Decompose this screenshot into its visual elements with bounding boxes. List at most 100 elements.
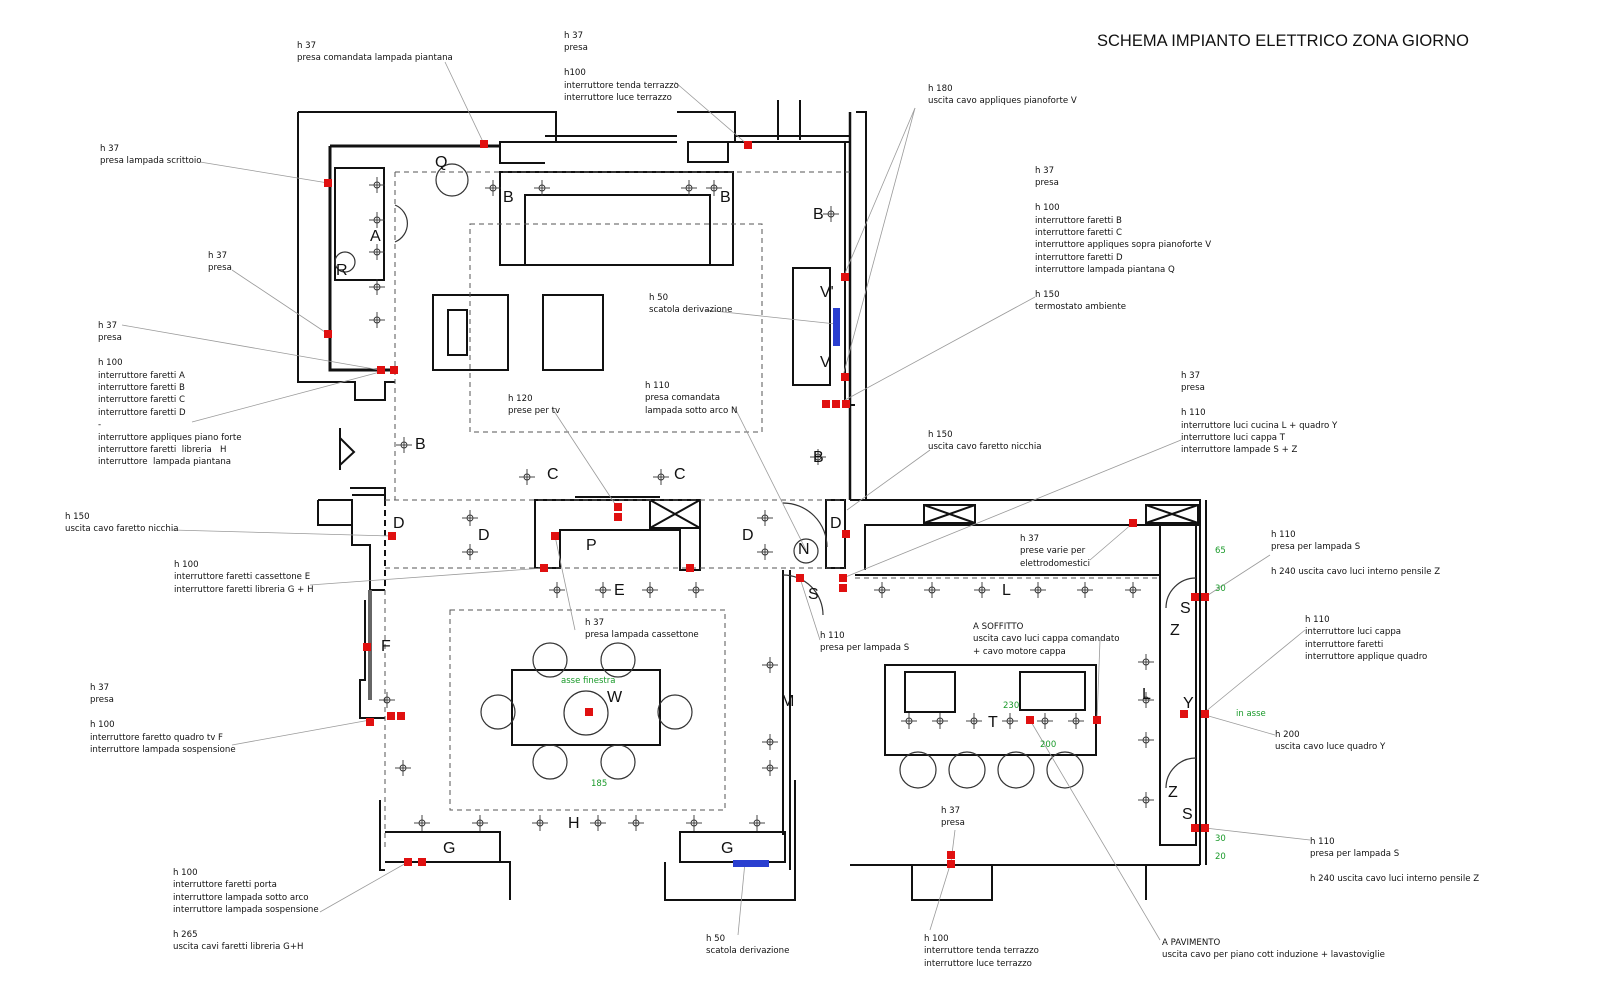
dashed-lines	[384, 171, 1160, 850]
spotlight-icon	[395, 760, 411, 776]
spotlight-icon	[706, 180, 722, 196]
annotation-line	[1035, 190, 1211, 202]
leader-line	[842, 107, 916, 279]
annotation-line: prese varie per	[1020, 546, 1086, 557]
leader-line	[1204, 629, 1306, 713]
annotation-line: interruttore luci cappa	[1305, 627, 1402, 638]
annotation-line: h 100	[924, 934, 949, 944]
annotation-line: presa	[1181, 383, 1205, 394]
fixture-letter: D	[742, 527, 754, 544]
fixture-letter: G	[443, 840, 456, 857]
annotation-line: uscita cavo per piano cott induzione + l…	[1162, 950, 1385, 961]
annotation-line: h 100	[98, 358, 123, 369]
socket-switch-marker	[841, 373, 849, 381]
spotlight-icon	[369, 244, 385, 260]
annotation-line: h100	[564, 68, 586, 79]
spotlight-icon	[628, 815, 644, 831]
fixture-letter: V	[820, 354, 831, 371]
socket-switch-marker	[480, 140, 488, 148]
socket-switch-marker	[404, 858, 412, 866]
socket-switch-marker	[1129, 519, 1137, 527]
annotation-line: h 100	[90, 720, 115, 731]
annotation-line: interruttore lampada piantana Q	[1035, 265, 1175, 276]
socket-switch-marker	[614, 503, 622, 511]
junction-box-marker	[833, 308, 840, 346]
annotation-line: interruttore tenda terrazzo	[924, 946, 1039, 957]
annotation-line: interruttore lampada sospensione	[173, 905, 319, 916]
leader-line	[737, 861, 746, 936]
socket-switch-marker	[796, 574, 804, 582]
leader-line	[1096, 639, 1101, 721]
spotlight-icon	[932, 713, 948, 729]
socket-switch-marker	[363, 643, 371, 651]
fixture-letter: B	[813, 449, 824, 466]
annotation-line: termostato ambiente	[1035, 302, 1127, 313]
annotation-line: h 180	[928, 84, 953, 94]
fixture-letter: H	[568, 815, 580, 832]
annotation-line: h 150	[65, 512, 90, 522]
annotation-line: presa	[564, 43, 588, 54]
leader-line	[551, 407, 618, 508]
annotation-line: h 50	[649, 293, 669, 303]
socket-switch-marker	[397, 712, 405, 720]
annotation-line: h 150	[1035, 290, 1060, 301]
annotation-line: presa per lampada S	[1271, 542, 1361, 553]
dimension-label: asse finestra	[561, 676, 616, 686]
annotation-line: h 37	[98, 321, 118, 331]
annotation-line	[1271, 554, 1440, 566]
leader-line	[171, 529, 393, 537]
junction-box-marker	[733, 860, 769, 867]
socket-switch-marker	[1201, 824, 1209, 832]
spotlight-icon	[379, 692, 395, 708]
spotlight-icon	[472, 815, 488, 831]
socket-switch-marker	[387, 712, 395, 720]
spotlight-icon	[757, 544, 773, 560]
spotlight-icon	[1138, 732, 1154, 748]
annotation-line: scatola derivazione	[649, 305, 733, 316]
leader-line	[674, 81, 749, 146]
fixture-letter: S	[808, 586, 819, 603]
fixture-letter: A	[370, 228, 381, 245]
spotlight-icon	[686, 815, 702, 831]
fixture-letter: Z	[1170, 622, 1180, 639]
spotlight-icon	[757, 510, 773, 526]
socket-switch-marker	[842, 400, 850, 408]
spotlight-icon	[590, 815, 606, 831]
annotation-line: -	[98, 420, 102, 431]
socket-switch-marker	[841, 273, 849, 281]
annotation-line: presa	[208, 263, 232, 274]
dimension-label: 65	[1215, 546, 1226, 556]
annotation-line: interruttore faretti porta	[173, 880, 277, 891]
leader-line	[309, 567, 545, 586]
leader-line	[1029, 719, 1161, 941]
annotation-line	[1181, 395, 1337, 407]
leader-line	[846, 449, 931, 511]
annotation-line: presa	[98, 333, 122, 344]
annotation-line: h 110	[1305, 615, 1330, 625]
leader-line	[199, 161, 329, 184]
annotation-line	[1310, 861, 1479, 873]
annotation-line: h 120	[508, 394, 533, 404]
fixture-letter: B	[503, 189, 514, 206]
socket-switch-marker	[839, 574, 847, 582]
fixture-letter: Y	[1183, 695, 1194, 712]
annotation-line: uscita cavo luce quadro Y	[1275, 742, 1386, 753]
socket-switch-marker	[822, 400, 830, 408]
socket-switch-marker	[388, 532, 396, 540]
socket-switch-marker	[744, 141, 752, 149]
annotation-line: h 110	[1310, 837, 1335, 847]
spotlight-icon	[642, 582, 658, 598]
annotation-line: h 200	[1275, 730, 1300, 740]
socket-switch-marker	[839, 584, 847, 592]
annotation-line: h 110	[1271, 530, 1296, 540]
annotation-line: interruttore faretti C	[1035, 228, 1122, 239]
spotlight-icon	[749, 815, 765, 831]
fixture-letter: T	[988, 714, 998, 731]
